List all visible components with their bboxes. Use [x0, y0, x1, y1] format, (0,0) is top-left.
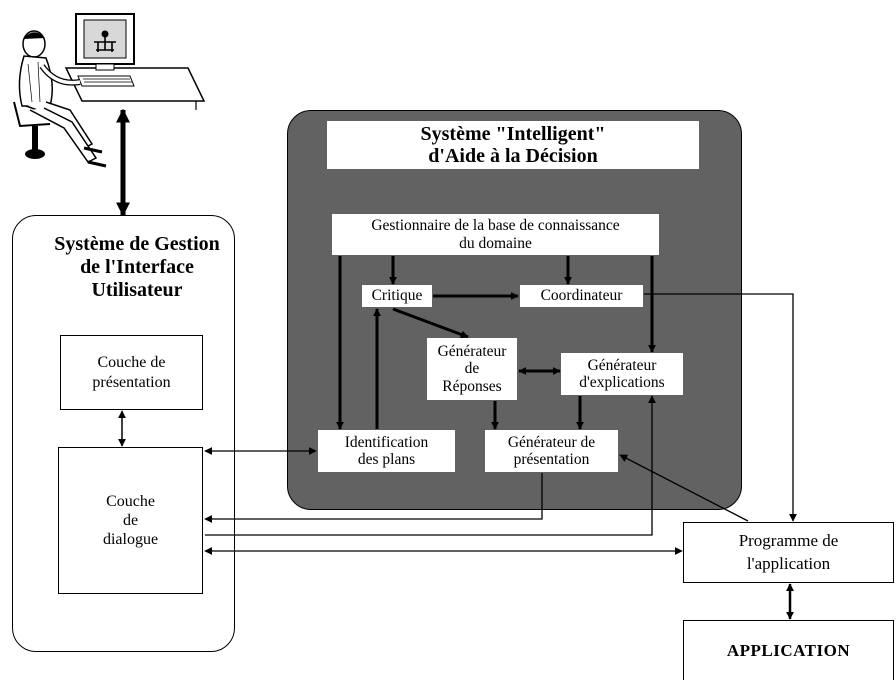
coordinator-module: Coordinateur [520, 285, 643, 307]
explanation-generator: Générateur d'explications [561, 353, 683, 395]
critique-module: Critique [362, 285, 432, 307]
application-box: APPLICATION [683, 620, 894, 680]
presentation-generator: Générateur de présentation [485, 430, 618, 472]
response-generator: Générateur de Réponses [427, 338, 517, 400]
idss-title: Système "Intelligent" d'Aide à la Décisi… [327, 121, 699, 169]
ui-system-title: Système de Gestion de l'Interface Utilis… [54, 232, 220, 301]
dialog-layer: Couche de dialogue [58, 447, 203, 594]
presentation-layer: Couche de présentation [60, 335, 203, 410]
knowledge-base-manager: Gestionnaire de la base de connaissance … [332, 214, 659, 255]
user-at-computer-icon [13, 13, 206, 168]
plan-identification: Identification des plans [318, 430, 455, 472]
application-program: Programme de l'application [683, 522, 894, 583]
